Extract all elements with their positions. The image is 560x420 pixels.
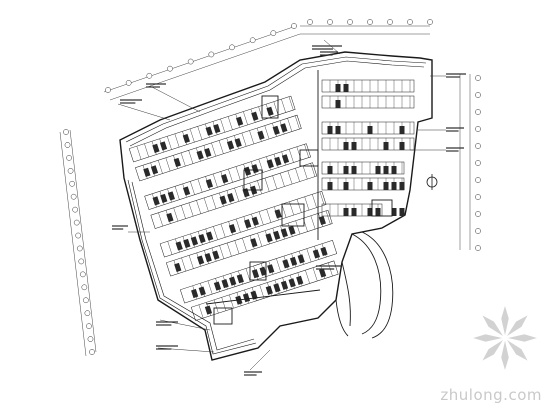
- axis-bubbles-left: [63, 129, 95, 355]
- entrance-ramp: [335, 231, 394, 339]
- building-footprint: [119, 51, 433, 361]
- outer-wall-band: [125, 56, 427, 355]
- stall-lines-left: [136, 96, 333, 319]
- watermark-text: zhulong.com: [440, 386, 542, 404]
- internal-walls: [205, 70, 393, 325]
- car-blocks: [143, 84, 405, 315]
- dimension-lines-right: [459, 74, 471, 250]
- north-arrow: [426, 174, 438, 190]
- leader-lines: [117, 39, 446, 371]
- plan-outline: [119, 51, 433, 361]
- dimension-lines-top: [103, 25, 430, 101]
- parking-rows-left: [128, 95, 339, 321]
- parking-rows-right: [321, 79, 415, 217]
- annotation-marks: [112, 45, 466, 376]
- axis-bubbles-right: [475, 75, 481, 251]
- stall-lines-right: [329, 80, 411, 216]
- watermark-logo: [468, 301, 542, 375]
- dimension-lines-left: [59, 129, 97, 357]
- axis-bubbles-top: [105, 19, 433, 93]
